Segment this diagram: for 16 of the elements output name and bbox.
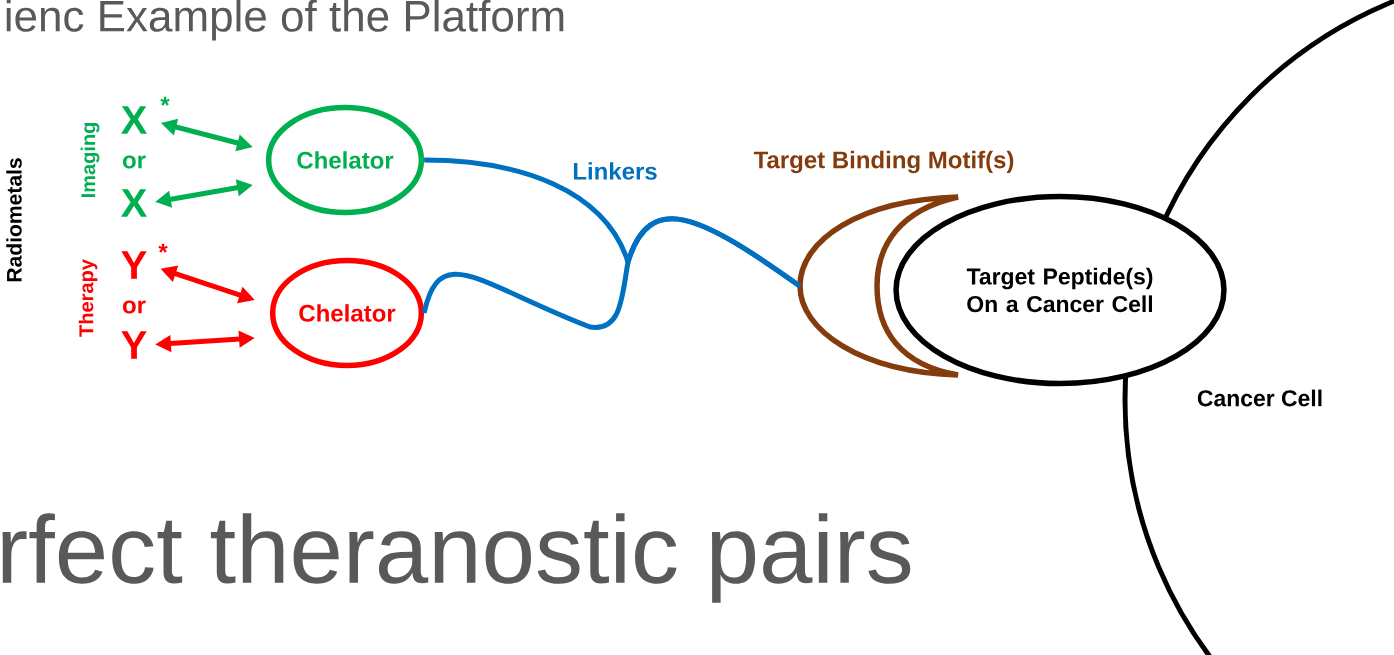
asterisk: * [158, 243, 168, 253]
element-symbol: X [121, 106, 147, 134]
or-label: or [122, 155, 146, 169]
slide-title: ienc Example of the Platform [6, 0, 564, 41]
rotated-label: Therapy [78, 259, 98, 337]
element-symbol: X [121, 189, 147, 217]
asterisk: * [160, 96, 170, 106]
node-label: Target Binding Motif(s) [753, 150, 1014, 174]
slide-heading: rfect theranostic pairs [2, 513, 911, 603]
or-label: or [122, 300, 146, 314]
rotated-label: Imaging [80, 123, 100, 197]
linker-line [421, 216, 802, 330]
rotated-label: Radiometals [6, 158, 22, 282]
element-symbol: Y [121, 251, 147, 279]
element-symbol: Y [121, 331, 147, 359]
edge-label: Linkers [571, 160, 660, 182]
